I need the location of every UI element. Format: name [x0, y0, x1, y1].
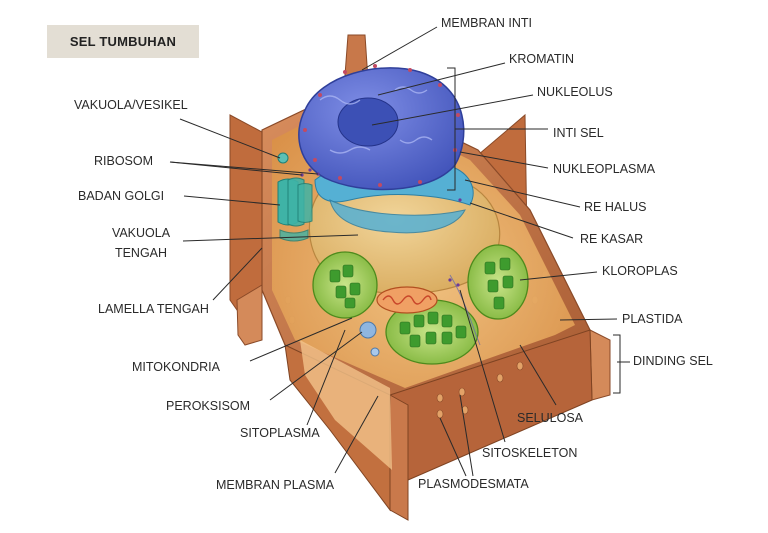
cytoplasm-lower: [300, 340, 392, 470]
label-mitokondria: MITOKONDRIA: [132, 360, 220, 374]
chloroplast-right: [467, 244, 529, 320]
label-vakuola-tengah-line2: TENGAH: [114, 246, 168, 260]
cell-wall-front-edge: [389, 394, 409, 521]
cell-wall-left-slab: [236, 284, 263, 346]
label-inti-sel: INTI SEL: [553, 126, 604, 140]
label-lamella-tengah: LAMELLA TENGAH: [98, 302, 209, 316]
leader-lines: [169, 26, 630, 477]
label-sitoplasma: SITOPLASMA: [240, 426, 320, 440]
label-vakuola-tengah: VAKUOLA TENGAH: [107, 226, 175, 261]
diagram-title: SEL TUMBUHAN: [69, 34, 177, 49]
label-nukleoplasma: NUKLEOPLASMA: [553, 162, 656, 176]
cytoskeleton: [449, 274, 481, 346]
cell-wall-right-slab: [589, 329, 611, 401]
label-nukleolus: NUKLEOLUS: [537, 85, 613, 99]
label-sitoskeleton: SITOSKELETON: [482, 446, 578, 460]
label-re-kasar: RE KASAR: [580, 232, 644, 246]
peroxisome: [359, 321, 377, 339]
label-vakuola-tengah-line1: VAKUOLA: [111, 226, 171, 240]
small-vesicle: [370, 347, 380, 357]
chloroplast-left: [312, 251, 378, 319]
chloroplasts: [312, 244, 529, 365]
nucleolus: [337, 97, 399, 147]
vesicle: [277, 152, 289, 164]
nuclear-pores: [303, 64, 460, 187]
label-plastida: PLASTIDA: [622, 312, 683, 326]
label-ribosom: RIBOSOM: [94, 154, 154, 168]
title-box: SEL TUMBUHAN: [47, 25, 199, 58]
label-vakuola-vesikel: VAKUOLA/VESIKEL: [74, 98, 188, 112]
label-badan-golgi: BADAN GOLGI: [78, 189, 165, 203]
mitochondrion: [376, 286, 438, 314]
label-kromatin: KROMATIN: [509, 52, 575, 66]
label-membran-inti: MEMBRAN INTI: [441, 16, 532, 30]
chloroplast-bottom: [385, 299, 479, 365]
label-plasmodesmata: PLASMODESMATA: [418, 477, 529, 491]
label-re-halus: RE HALUS: [584, 200, 647, 214]
golgi-apparatus: [277, 177, 313, 242]
label-membran-plasma: MEMBRAN PLASMA: [216, 478, 335, 492]
label-peroksisom: PEROKSISOM: [166, 399, 251, 413]
label-selulosa: SELULOSA: [517, 411, 584, 425]
label-dinding-sel: DINDING SEL: [633, 354, 713, 368]
bracket-dinding-sel: [613, 334, 621, 394]
chromatin: [319, 86, 433, 154]
bracket-inti-sel: [447, 67, 456, 191]
label-kloroplas: KLOROPLAS: [602, 264, 678, 278]
nucleus: [298, 64, 465, 191]
